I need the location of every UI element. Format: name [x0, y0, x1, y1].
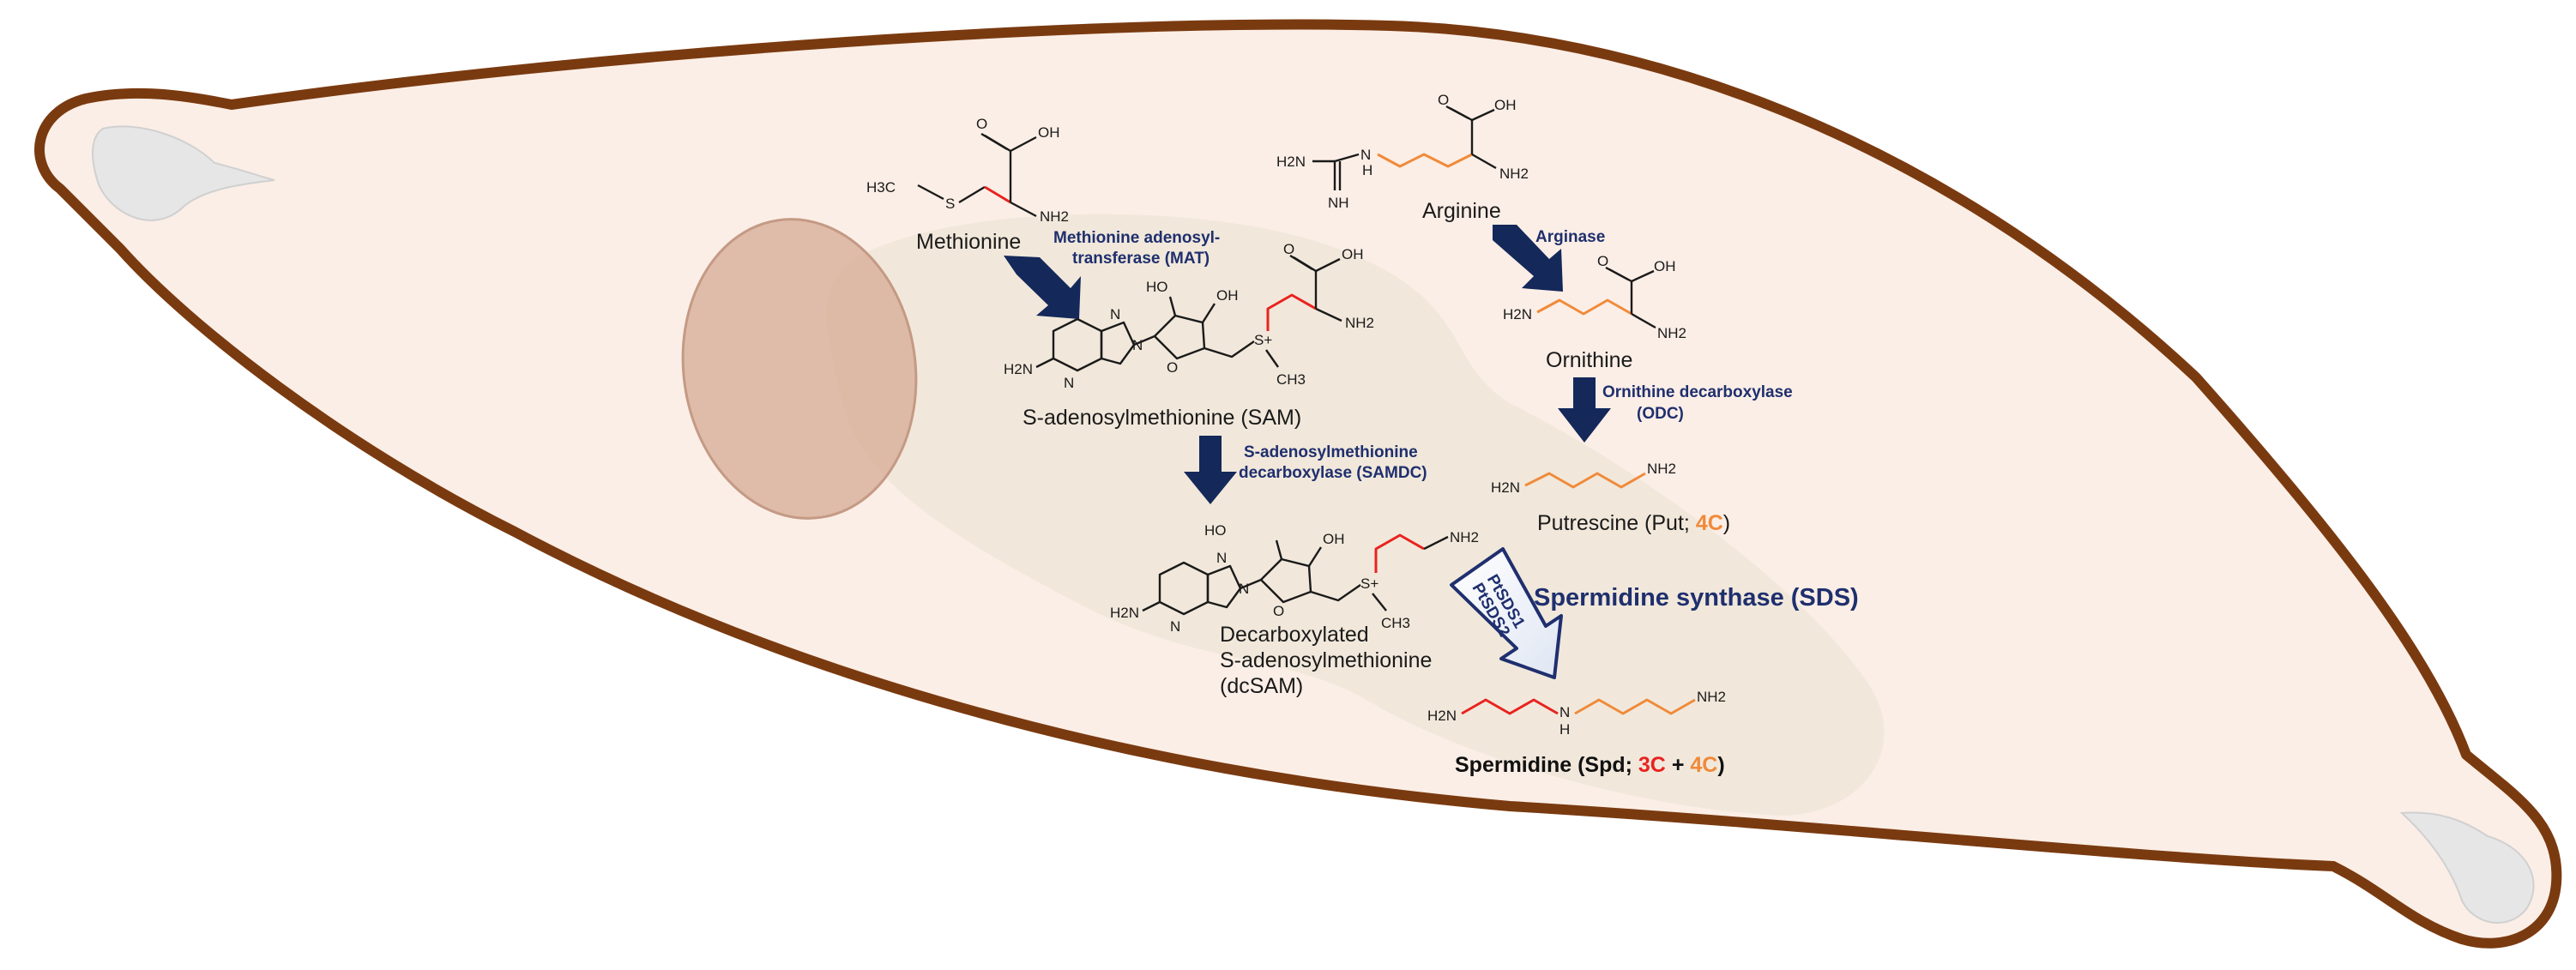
right-tip-vacuole — [2399, 811, 2535, 924]
nucleus — [681, 218, 918, 520]
spermidine-plus: + — [1666, 753, 1691, 777]
methionine-oh: OH — [1038, 124, 1060, 141]
spermidine-name: Spermidine (Spd; — [1455, 753, 1638, 777]
dcsam-s-plus: S+ — [1360, 575, 1378, 592]
methionine-label: Methionine — [916, 230, 1021, 254]
dcsam-adenine-n2: N — [1239, 581, 1249, 597]
putrescine-nh2: NH2 — [1647, 461, 1676, 477]
sam-oh: OH — [1342, 246, 1364, 262]
mat-label-line2: transferase (MAT) — [1072, 250, 1210, 268]
dcsam-nh2: NH2 — [1450, 529, 1479, 545]
dcsam-label-line3: (dcSAM) — [1220, 674, 1303, 698]
spermidine-h: H — [1559, 721, 1570, 738]
arginine-oh: OH — [1494, 97, 1517, 113]
mat-arrow — [1004, 256, 1081, 319]
methionine-structure: H3C S O OH NH2 — [866, 116, 1069, 225]
samdc-label-line2: decarboxylase (SAMDC) — [1239, 464, 1427, 482]
arginase-label: Arginase — [1535, 228, 1605, 246]
spermidine-label: Spermidine (Spd; 3C + 4C) — [1455, 753, 1725, 777]
methionine-h3c: H3C — [866, 179, 896, 196]
arginine-h: H — [1362, 162, 1372, 178]
sds-arrow — [1450, 547, 1563, 679]
samdc-label-line1: S-adenosylmethionine — [1244, 443, 1418, 461]
putrescine-4c: 4C — [1696, 511, 1723, 535]
spermidine-close: ) — [1717, 753, 1724, 777]
sam-o: O — [1283, 241, 1294, 257]
sam-adenine-n3: N — [1064, 375, 1074, 391]
spermidine-nh2: NH2 — [1697, 689, 1726, 705]
ornithine-nh2: NH2 — [1657, 325, 1686, 341]
methionine-s: S — [945, 196, 955, 212]
dcsam-ch3: CH3 — [1381, 615, 1410, 631]
sds-label: Spermidine synthase (SDS) — [1534, 584, 1859, 612]
left-tip-vacuole — [92, 125, 275, 221]
ornithine-o: O — [1597, 253, 1608, 269]
ornithine-label: Ornithine — [1546, 348, 1632, 372]
spermidine-h2n: H2N — [1427, 708, 1457, 724]
sam-adenine-n: N — [1110, 306, 1120, 322]
sam-nh2: NH2 — [1345, 315, 1374, 331]
methionine-o: O — [976, 116, 987, 132]
dcsam-structure: N N N H2N O HO OH S+ CH3 NH2 — [1110, 522, 1479, 635]
spermidine-4c: 4C — [1690, 753, 1717, 777]
arginine-nh: NH — [1328, 195, 1349, 211]
sam-ch3: CH3 — [1276, 371, 1306, 388]
sam-structure: N N N H2N O HO OH S+ CH3 O OH NH2 — [1004, 241, 1374, 391]
methionine-nh2: NH2 — [1040, 208, 1069, 225]
putrescine-structure: H2N NH2 — [1491, 461, 1676, 496]
spermidine-structure: H2N N H NH2 — [1427, 689, 1726, 738]
odc-label-line2: (ODC) — [1637, 405, 1684, 423]
sam-h2n: H2N — [1004, 361, 1033, 377]
arginine-o: O — [1438, 92, 1449, 108]
ornithine-oh: OH — [1654, 258, 1676, 274]
dcsam-adenine-n3: N — [1170, 618, 1180, 635]
sam-label: S-adenosylmethionine (SAM) — [1023, 406, 1301, 430]
ornithine-structure: H2N O OH NH2 — [1503, 253, 1686, 341]
sam-ribose-o: O — [1167, 359, 1178, 376]
odc-arrow — [1558, 377, 1611, 443]
spermidine-n: N — [1559, 704, 1570, 720]
dcsam-ribose-o: O — [1273, 603, 1284, 619]
arginase-arrow — [1493, 225, 1563, 292]
odc-label-line1: Ornithine decarboxylase — [1602, 383, 1793, 401]
dcsam-adenine-n: N — [1216, 550, 1227, 566]
arginine-structure: H2N NH N H O OH NH2 — [1276, 92, 1529, 211]
arginine-n: N — [1360, 147, 1371, 163]
dcsam-label-line1: Decarboxylated — [1220, 623, 1369, 647]
arginine-nh2: NH2 — [1499, 166, 1529, 182]
sam-ho: HO — [1146, 279, 1168, 295]
putrescine-name: Putrescine (Put; — [1537, 511, 1696, 535]
dcsam-label-line2: S-adenosylmethionine — [1220, 648, 1432, 672]
putrescine-close: ) — [1723, 511, 1730, 535]
samdc-arrow — [1184, 436, 1237, 504]
spermidine-3c: 3C — [1638, 753, 1666, 777]
putrescine-h2n: H2N — [1491, 479, 1520, 496]
sam-ribose-oh: OH — [1216, 287, 1239, 304]
sam-s-plus: S+ — [1254, 332, 1272, 348]
sam-adenine-n2: N — [1132, 337, 1143, 353]
arginine-label: Arginine — [1422, 199, 1501, 223]
dcsam-ho: HO — [1204, 522, 1227, 539]
ornithine-h2n: H2N — [1503, 306, 1532, 322]
dcsam-ribose-oh: OH — [1323, 531, 1345, 547]
putrescine-label: Putrescine (Put; 4C) — [1537, 511, 1730, 535]
dcsam-h2n: H2N — [1110, 605, 1139, 621]
mat-label-line1: Methionine adenosyl- — [1053, 229, 1220, 247]
arginine-h2n: H2N — [1276, 154, 1306, 170]
